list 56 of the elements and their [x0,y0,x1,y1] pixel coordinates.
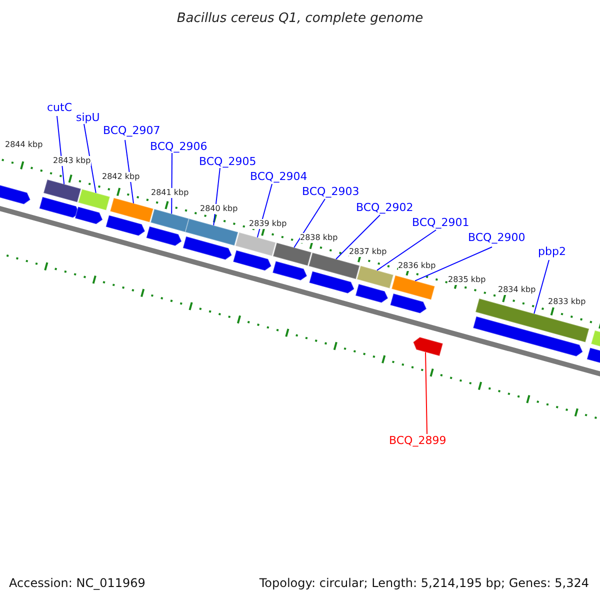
position-label: 2842 kbp [102,172,140,182]
gene-feature [272,260,308,281]
position-label: 2839 kbp [249,219,287,229]
position-label: 2835 kbp [448,275,486,285]
gene-feature [182,236,232,260]
position-label: 2833 kbp [548,297,586,307]
leader-line [376,230,436,271]
gene-label: BCQ_2902 [356,201,414,214]
position-label: 2840 kbp [200,204,238,214]
gene-label: BCQ_2905 [199,155,256,168]
gene-bar [356,265,394,290]
gene-label: BCQ_2903 [302,185,360,198]
gene-label: BCQ_2901 [412,216,470,229]
leader-line [294,198,326,248]
gene-bar [109,197,154,223]
leader-line [534,260,550,314]
title: Bacillus cereus Q1, complete genome [176,10,424,28]
gene-bar [390,274,436,300]
gene-feature [232,250,272,272]
gene-feature [105,214,146,236]
gene-feature [308,270,355,294]
gene-feature [412,336,444,357]
position-label: 2841 kbp [151,188,189,198]
gene-feature [472,316,584,357]
leader-line [336,214,380,260]
gene-feature [354,283,389,304]
position-label: 2843 kbp [53,156,91,166]
gene-bar [150,208,190,233]
position-label: 2844 kbp [5,140,43,150]
gene-feature [38,196,80,218]
gene-label: BCQ_2906 [150,140,208,153]
gene-label: pbp2 [538,245,566,258]
gene-bar [234,232,276,257]
gene-bar [42,178,82,203]
gene-label: BCQ_2899 [389,434,446,447]
gene-bar [272,242,312,266]
gene-label: BCQ_2900 [468,231,526,244]
position-label: 2837 kbp [349,247,387,257]
gene-feature [146,226,182,246]
footer-text: Topology: circular; Length: 5,214,195 bp; Genes: 5,324 [259,575,589,592]
leader-line [84,124,96,194]
gene-bar [474,298,590,343]
position-label: 2838 kbp [300,233,338,243]
leader-line [414,246,492,282]
position-label: 2836 kbp [398,261,436,271]
gene-label: sipU [76,111,100,124]
leader-line [425,352,428,434]
gene-feature [390,292,428,314]
gene-bar [184,218,239,246]
gene-feature [74,206,104,225]
gene-label: cutC [47,101,72,114]
gene-bar [78,188,111,211]
gene-label: BCQ_2904 [250,170,308,183]
gene-label: BCQ_2907 [103,124,160,137]
position-label: 2834 kbp [498,285,536,295]
footer-text: Accession: NC_011969 [9,575,146,592]
